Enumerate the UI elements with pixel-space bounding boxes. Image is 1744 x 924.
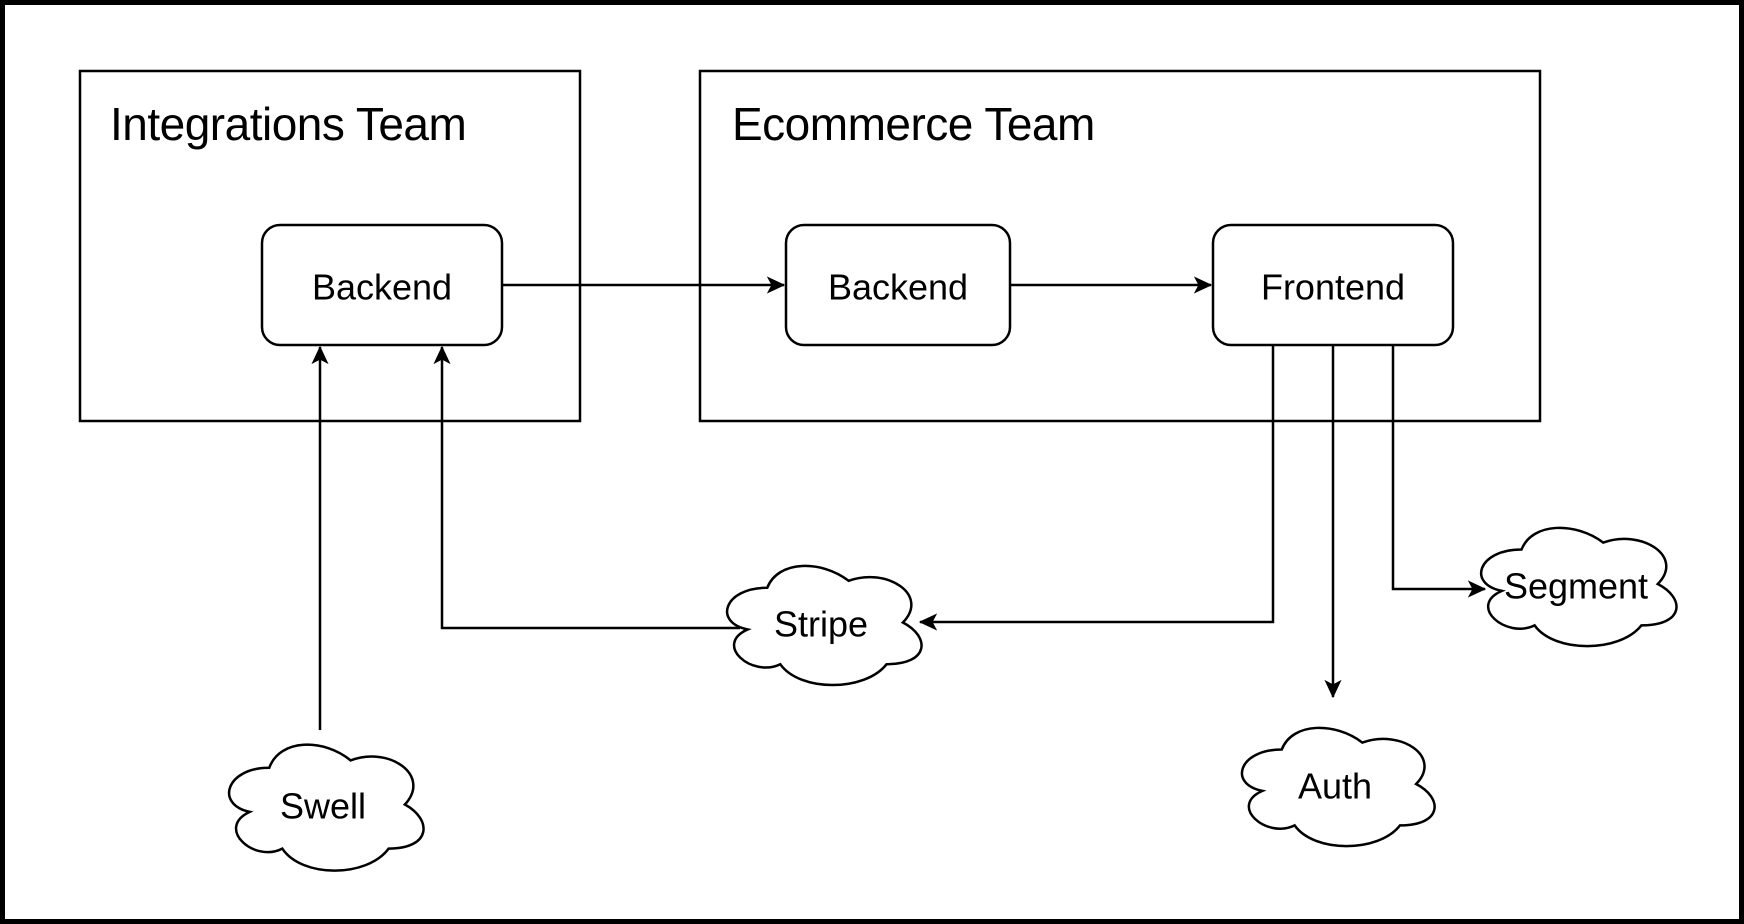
cloud-segment (1480, 526, 1678, 648)
node-integrations-backend (260, 223, 504, 347)
ecommerce-team-title: Ecommerce Team (732, 98, 1095, 150)
ecommerce-backend-label: Backend (828, 267, 968, 308)
node-ecommerce-backend (784, 223, 1012, 347)
swell-label: Swell (280, 786, 366, 827)
cloud-stripe (726, 564, 923, 687)
edge-frontend-to-segment (1391, 345, 1485, 589)
integrations-backend-label: Backend (312, 267, 452, 308)
edge-stripe-to-integrations-backend (442, 347, 740, 630)
stripe-label: Stripe (774, 604, 868, 645)
auth-label: Auth (1298, 766, 1372, 807)
cloud-auth (1240, 726, 1436, 848)
edge-frontend-to-stripe (920, 345, 1275, 622)
integrations-team-title: Integrations Team (110, 98, 466, 150)
cloud-swell (228, 743, 425, 872)
frontend-label: Frontend (1261, 267, 1405, 308)
node-frontend (1211, 223, 1455, 347)
segment-label: Segment (1504, 566, 1648, 607)
